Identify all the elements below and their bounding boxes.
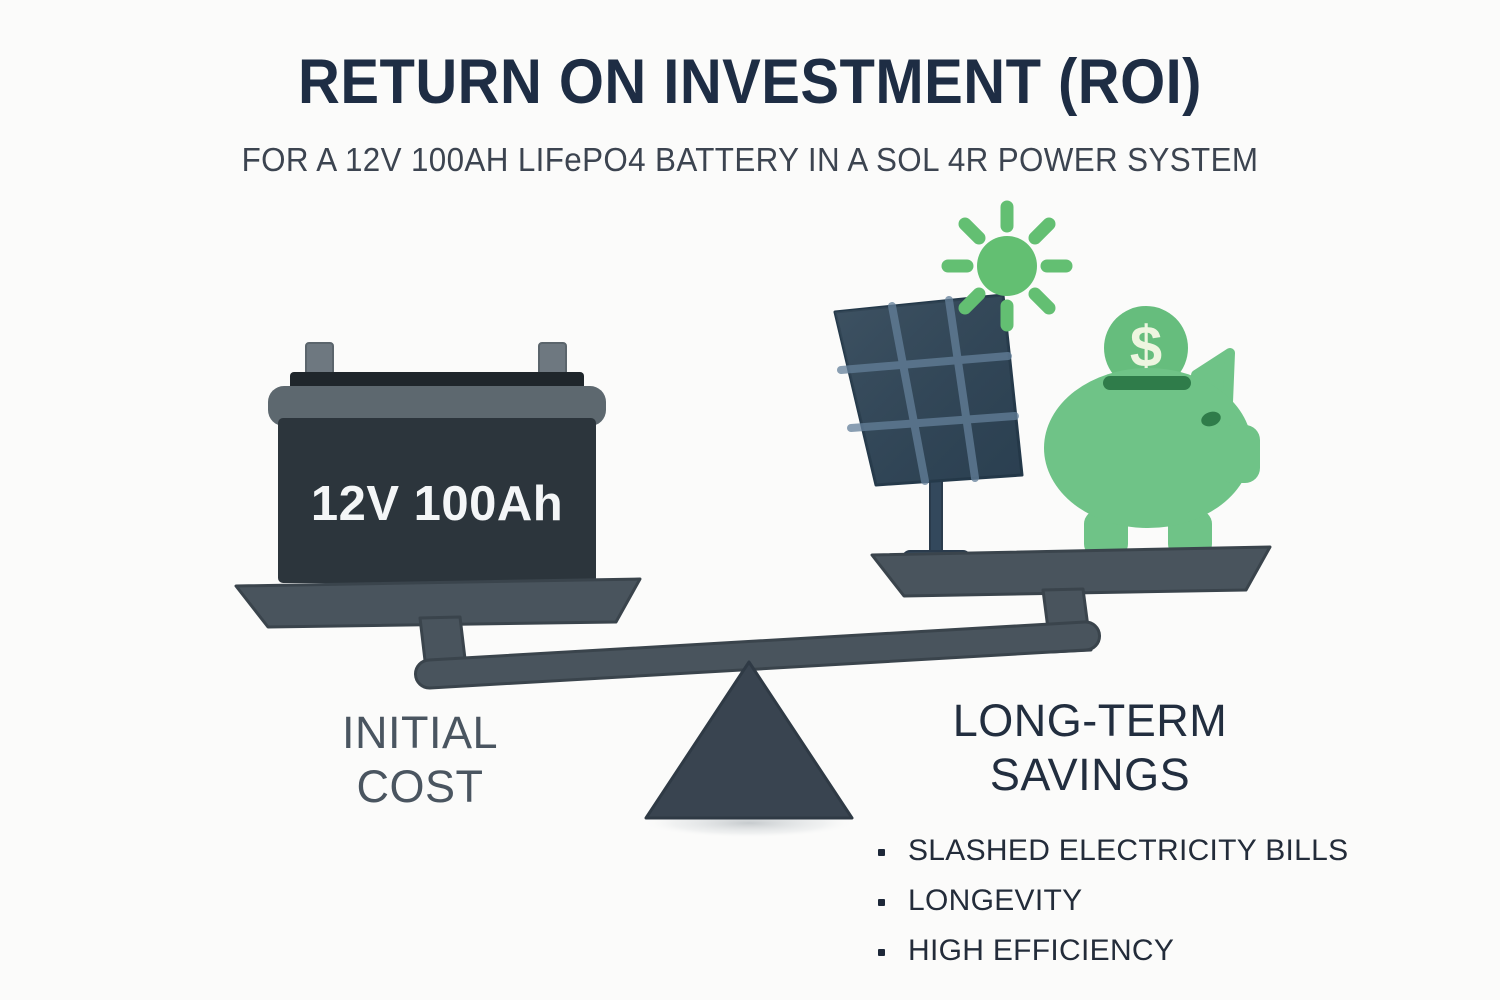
piggy-eye	[1201, 411, 1221, 427]
sun-icon	[941, 200, 1073, 332]
solar-panel-graphic	[833, 293, 1024, 568]
left-pan-label: INITIAL COST	[341, 707, 499, 812]
right-pan-tray	[870, 545, 1272, 598]
benefit-label: LONGEVITY	[908, 884, 1083, 917]
bullet-icon	[878, 899, 885, 906]
list-item: HIGH EFFICIENCY	[872, 926, 1432, 976]
page-title: RETURN ON INVESTMENT (ROI)	[298, 47, 1202, 117]
piggy-coin-slot	[1103, 376, 1191, 390]
fulcrum-triangle	[644, 660, 854, 820]
benefits-list: SLASHED ELECTRICITY BILLS LONGEVITY HIGH…	[872, 826, 1432, 976]
battery-graphic: 12V 100Ah	[268, 342, 606, 583]
battery-spec-text: 12V 100Ah	[311, 477, 563, 531]
bullet-icon	[878, 849, 885, 856]
benefit-label: SLASHED ELECTRICITY BILLS	[908, 834, 1349, 867]
scale-beam	[414, 620, 1101, 690]
dollar-coin	[1104, 306, 1188, 390]
right-pan-label: LONG-TERM SAVINGS	[952, 695, 1228, 800]
list-item: SLASHED ELECTRICITY BILLS	[872, 826, 1432, 876]
benefit-label: HIGH EFFICIENCY	[908, 934, 1175, 967]
piggy-body	[1044, 368, 1252, 528]
sun-rays	[941, 200, 1073, 332]
piggy-snout	[1218, 425, 1260, 483]
bullet-icon	[878, 949, 885, 956]
page-subtitle: FOR A 12V 100AH LIFePO4 BATTERY IN A SOL…	[241, 141, 1259, 178]
piggy-bank-graphic: $	[1044, 306, 1260, 558]
list-item: LONGEVITY	[872, 876, 1432, 926]
solar-panel-sheen	[835, 295, 1022, 485]
sun-core	[977, 236, 1037, 296]
battery-body	[278, 418, 596, 583]
balance-scale-illustration: 12V 100Ah	[234, 200, 1272, 838]
battery-cap	[268, 386, 606, 426]
left-pan-tray	[234, 577, 642, 629]
solar-panel-grid	[837, 296, 1019, 485]
